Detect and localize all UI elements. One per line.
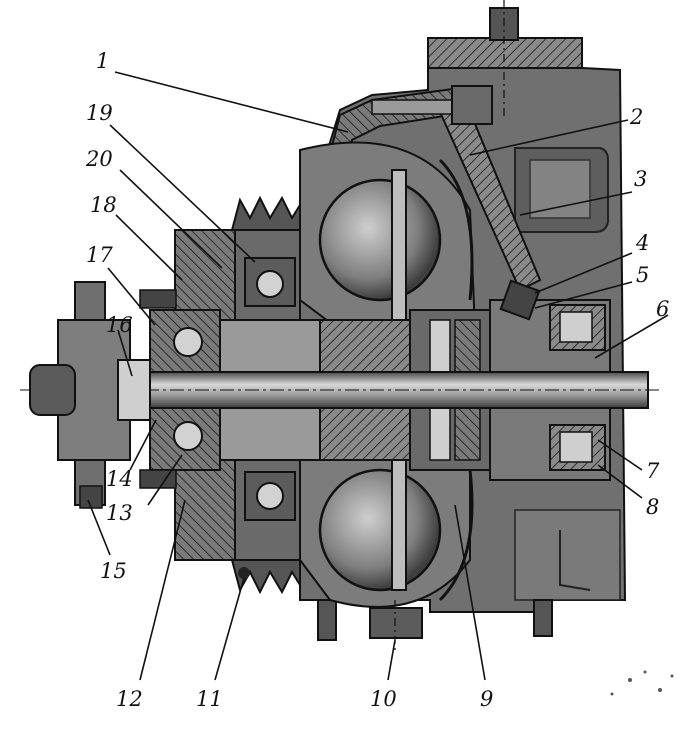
left-cover [298,85,542,292]
leader-16 [117,329,133,377]
leader-2 [469,119,629,156]
leader-8 [597,464,643,499]
callout-16: 16 [106,313,133,337]
flange-coupling [29,281,151,509]
callout-labels: 1 2 3 4 5 6 7 8 9 10 11 12 13 14 15 16 1… [85,49,669,711]
callout-18: 18 [90,193,117,217]
left-bearings [139,257,296,521]
callout-5: 5 [636,263,649,287]
callout-17: 17 [86,243,113,267]
callout-20: 20 [85,147,113,171]
leader-17 [107,267,156,326]
callout-6: 6 [656,297,669,321]
leader-20 [119,169,223,269]
callout-1: 1 [96,49,109,73]
callout-9: 9 [480,687,493,711]
callout-12: 12 [116,687,143,711]
fluid-coupling-runner [299,141,477,608]
callout-13: 13 [106,501,133,525]
leader-3 [519,191,633,216]
scan-noise [610,670,674,696]
callout-4: 4 [635,231,649,255]
callout-11: 11 [196,687,223,711]
leader-6 [594,314,669,359]
leader-1 [114,71,349,133]
leader-7 [597,439,643,471]
callout-7: 7 [646,459,660,483]
leader-lines [87,71,669,681]
leader-11 [214,577,245,681]
callout-2: 2 [629,105,643,129]
callout-14: 14 [106,467,133,491]
callout-3: 3 [634,167,647,191]
leader-5 [534,281,633,309]
callout-15: 15 [100,559,127,583]
leader-10 [387,639,396,681]
leader-4 [534,252,633,294]
leader-19 [109,124,256,263]
callout-19: 19 [86,101,113,125]
drain-plug [369,600,423,650]
leader-18 [115,214,183,281]
leader-9 [454,504,486,681]
leader-12 [139,499,186,681]
leader-13 [147,454,183,506]
leader-15 [87,499,111,556]
leader-14 [129,419,157,471]
callout-8: 8 [646,495,659,519]
callout-10: 10 [370,687,397,711]
